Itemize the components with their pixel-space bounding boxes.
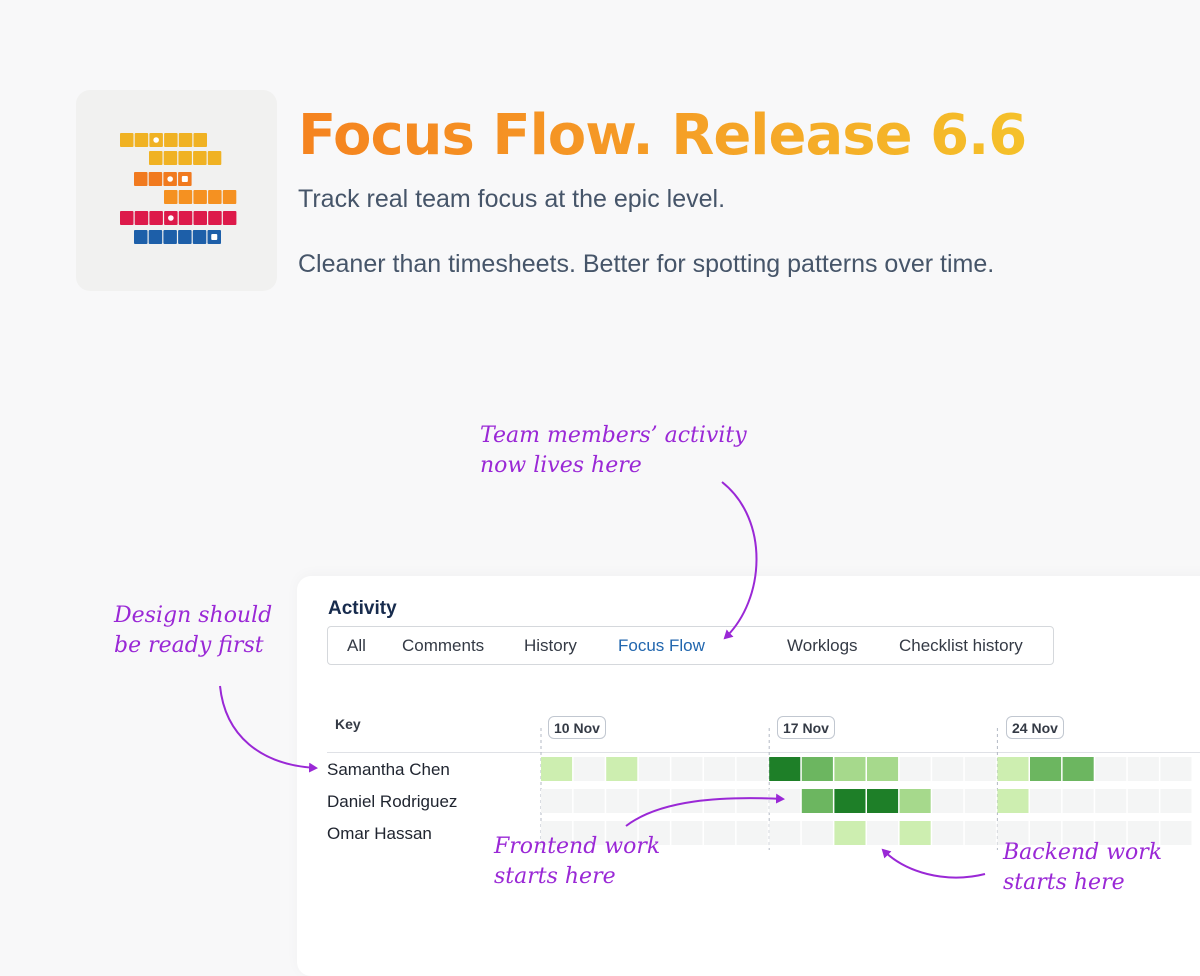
annotation-team-activity: Team members’ activity now lives here [480,423,747,478]
heatmap-cell [1127,757,1159,781]
week-badge: 10 Nov [548,716,606,739]
heatmap-cell [606,789,638,813]
heatmap-cell [736,757,768,781]
heatmap-cell [899,757,931,781]
heatmap-cell [1095,789,1127,813]
tab-focus-flow[interactable]: Focus Flow [618,636,705,655]
heatmap-cell [1127,821,1159,845]
heatmap-cell [801,789,833,813]
heatmap-cell [541,789,573,813]
heatmap-cell [834,789,866,813]
heatmap-cell [736,789,768,813]
heatmap-cell [1160,821,1192,845]
member-name: Samantha Chen [327,760,450,779]
heatmap-cell [573,757,605,781]
tab-all[interactable]: All [347,636,366,655]
heatmap-cell [899,789,931,813]
heatmap-cell [932,757,964,781]
heatmap-cell [736,821,768,845]
heatmap-cell [899,821,931,845]
subtitle-track: Track real team focus at the epic level. [298,185,726,213]
heatmap-cell [834,757,866,781]
heatmap-cell [573,821,605,845]
heatmap-cell [1095,821,1127,845]
heatmap-cell [997,789,1029,813]
heatmap-cell [964,789,996,813]
week-badge: 24 Nov [1006,716,1064,739]
heatmap-cell [932,789,964,813]
tab-worklogs[interactable]: Worklogs [787,636,858,655]
heatmap-cell [638,789,670,813]
heatmap-cell [997,821,1029,845]
heatmap-cell [1127,789,1159,813]
heatmap-cell [769,757,801,781]
tab-comments[interactable]: Comments [402,636,485,655]
heatmap-cell [1095,757,1127,781]
member-name: Omar Hassan [327,824,432,843]
heatmap-cell [769,821,801,845]
activity-tab-bar: All Comments History Focus Flow Worklogs… [327,626,1054,665]
heatmap-cell [704,789,736,813]
heatmap-cell [867,757,899,781]
heatmap-cell [1030,757,1062,781]
heatmap-cell [541,757,573,781]
heatmap-cell [1160,757,1192,781]
heatmap-cell [1062,789,1094,813]
heatmap-cell [1062,757,1094,781]
heatmap-cell [964,757,996,781]
heatmap-cell [606,757,638,781]
heatmap-cell [867,789,899,813]
heatmap-cell [801,757,833,781]
page-title: Focus Flow. Release 6.6 [298,100,1027,172]
table-divider [327,752,1200,753]
member-name: Daniel Rodriguez [327,792,458,811]
heatmap-cell [932,821,964,845]
heatmap-cell [1160,789,1192,813]
subtitle-cleaner: Cleaner than timesheets. Better for spot… [298,250,995,278]
logo-tile [76,90,277,291]
heatmap-cell [867,821,899,845]
annotation-frontend: Frontend work starts here [494,834,661,889]
heatmap-cell [638,757,670,781]
heatmap-cell [964,821,996,845]
heatmap-cell [1030,821,1062,845]
heatmap-cell [997,757,1029,781]
heatmap-cell [834,821,866,845]
heatmap-cell [769,789,801,813]
heatmap-cell [704,757,736,781]
heatmap-cell [671,789,703,813]
heatmap-cell [671,757,703,781]
annotation-backend: Backend work starts here [1003,840,1163,895]
tab-history[interactable]: History [524,636,577,655]
tab-checklist-history[interactable]: Checklist history [899,636,1023,655]
activity-heading: Activity [328,598,397,619]
annotation-design-first: Design should be ready first [114,603,273,658]
heatmap-cell [573,789,605,813]
heatmap-cell [671,821,703,845]
focus-flow-logo-icon [120,133,237,244]
heatmap-cell [1062,821,1094,845]
key-label: Key [335,716,361,732]
heatmap-cell [704,821,736,845]
week-badge: 17 Nov [777,716,835,739]
heatmap-cell [541,821,573,845]
heatmap-cell [1030,789,1062,813]
heatmap-cell [801,821,833,845]
